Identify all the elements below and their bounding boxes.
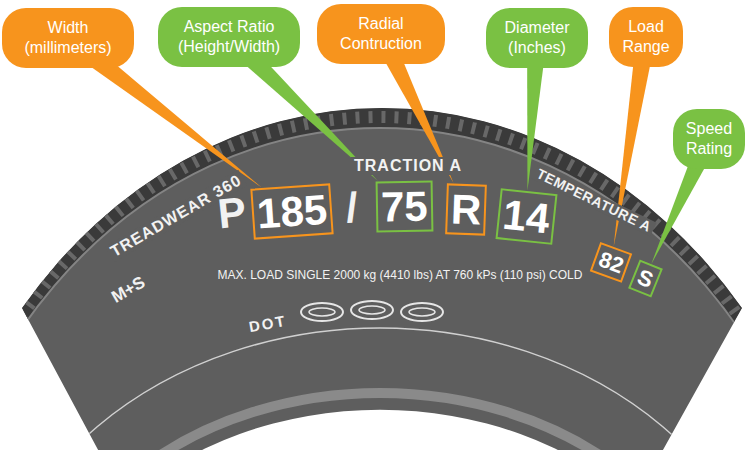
tire-type-letter: P: [213, 188, 252, 237]
node-text: Radial Contruction: [325, 14, 437, 54]
sidewall-ring: [0, 328, 750, 450]
dot-code-ovals: [301, 301, 443, 321]
callout-bubble: Speed Rating: [673, 109, 745, 169]
size-separator: /: [342, 185, 362, 232]
callout-tail: [89, 51, 262, 187]
tire-code-box: R: [445, 183, 487, 235]
tire-code-box: 14: [495, 188, 557, 245]
tread-blocks: [0, 117, 750, 450]
label-holder: MAX. LOAD SINGLE 2000 kg (4410 lbs) AT 7…: [215, 269, 586, 282]
node-text: 14: [500, 193, 551, 240]
sidewall-marking: TRACTION A: [351, 157, 465, 175]
node-text: 75: [380, 185, 427, 228]
tire-code-box: 82: [590, 242, 633, 283]
label-holder: P: [213, 188, 252, 237]
sidewall-marking: M+S: [106, 271, 151, 308]
node-text: R: [450, 188, 482, 231]
node-text: Aspect Ratio (Height/Width): [166, 17, 292, 57]
node-text: 82: [596, 248, 627, 277]
node-text: Diameter (Inches): [494, 18, 580, 58]
node-text: 185: [256, 188, 329, 235]
node-text: Width (millimeters): [10, 18, 126, 58]
callout-bubble: Radial Contruction: [317, 4, 445, 64]
callout-bubble: Diameter (Inches): [486, 8, 588, 68]
bead-band: [35, 393, 725, 450]
callout-bubble: Aspect Ratio (Height/Width): [158, 7, 300, 67]
node-text: Load Range: [617, 17, 675, 57]
tread-edge: [0, 128, 750, 450]
tire-sidewall: [22, 108, 742, 450]
tire-code-box: 185: [250, 183, 333, 239]
tire-code-box: 75: [375, 180, 433, 232]
callout-bubble: Load Range: [609, 7, 683, 67]
node-text: S: [634, 266, 656, 292]
dot-marking: DOT: [245, 312, 291, 336]
label-holder: M+S: [106, 271, 151, 308]
tire-code-box: S: [628, 259, 663, 297]
load-note: MAX. LOAD SINGLE 2000 kg (4410 lbs) AT 7…: [215, 269, 586, 282]
label-holder: /: [342, 185, 362, 232]
callout-bubble: Width (millimeters): [2, 8, 134, 68]
label-holder: DOT: [245, 312, 291, 336]
label-holder: TRACTION A: [351, 157, 465, 175]
node-text: Speed Rating: [681, 119, 737, 159]
